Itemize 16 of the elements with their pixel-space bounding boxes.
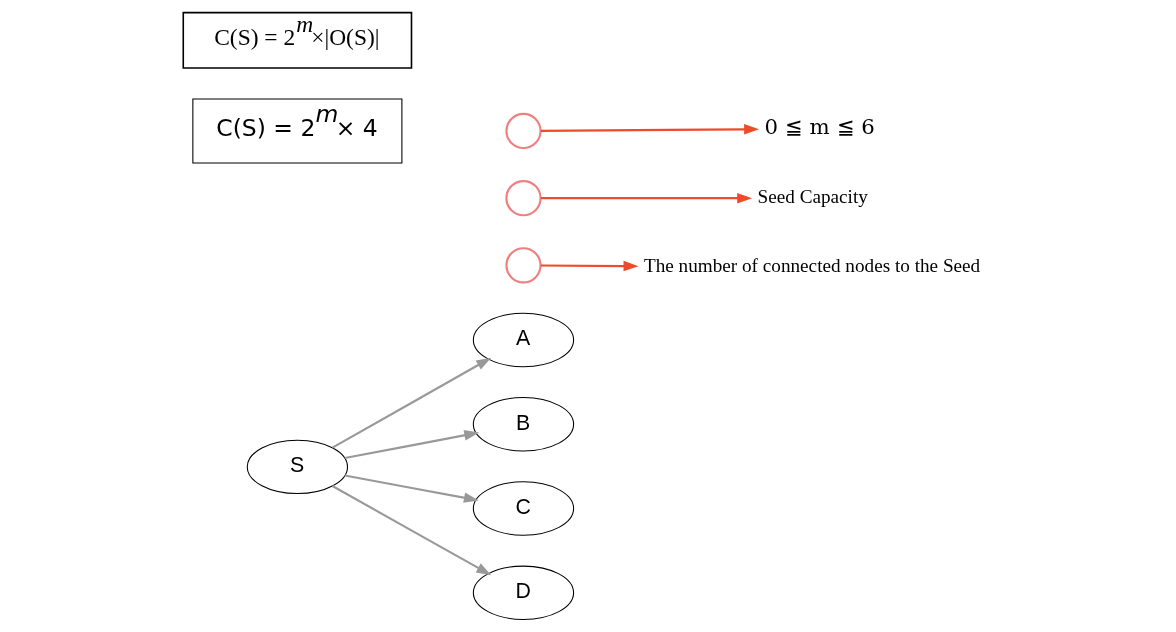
arrow [540,192,753,204]
arrow [540,124,760,135]
node-text: 0 ≦ m ≦ 6 [764,114,875,140]
arrow [540,260,639,272]
node-circle [505,247,542,284]
arrow [344,430,480,460]
arrow [331,485,492,576]
node-text: Seed Capacity [757,185,868,207]
node-ellipse: C [472,481,575,536]
arrow [344,474,479,503]
node-text: The number of connected nodes to the Seed [643,255,981,277]
node-ellipse: S [246,439,349,495]
arrow [331,357,492,449]
node-circle [505,112,542,150]
node-circle [505,180,542,217]
node-ellipse: B [472,397,575,452]
